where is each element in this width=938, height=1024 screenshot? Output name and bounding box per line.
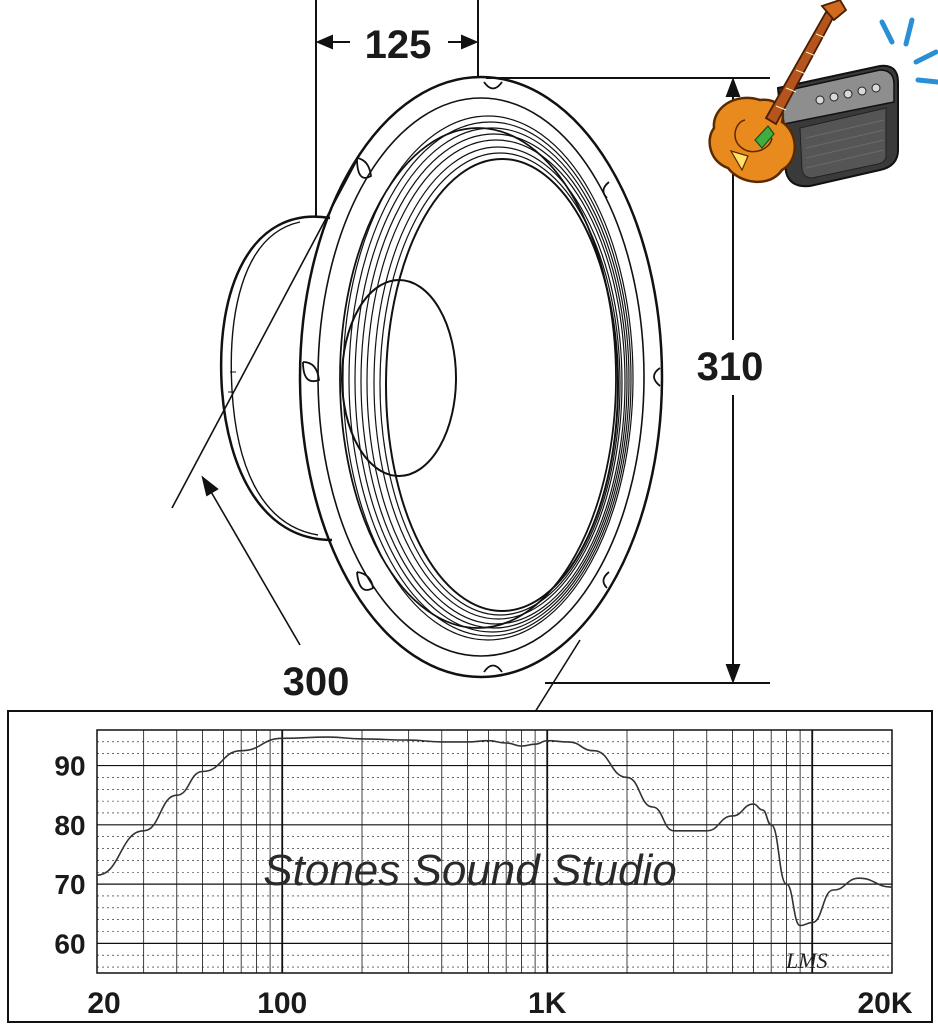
- curve-data-point: [673, 830, 675, 832]
- speaker-cone: [339, 127, 617, 629]
- curve-data-point: [567, 741, 569, 743]
- chart-curve-layer: [96, 736, 893, 927]
- plot-area: [96, 729, 893, 974]
- y-axis-ticks: 90 80 70 60: [54, 751, 85, 960]
- lms-logo: LMS: [785, 948, 828, 973]
- curve-data-point: [811, 922, 813, 924]
- height-dimension-label: 310: [697, 345, 764, 389]
- curve-data-point: [487, 740, 489, 742]
- x-axis-ticks: 20 100 1K 20K: [87, 987, 913, 1020]
- curve-data-point: [505, 742, 507, 744]
- chart-grid: [96, 729, 893, 973]
- sound-burst-lines: [879, 17, 938, 85]
- y-tick-label: 60: [54, 928, 85, 959]
- curve-data-point: [176, 794, 178, 796]
- curve-data-point: [593, 750, 595, 752]
- curve-data-point: [281, 737, 283, 739]
- curve-data-point: [626, 776, 628, 779]
- curve-data-point: [546, 740, 548, 742]
- curve-data-point: [706, 830, 708, 832]
- y-tick-label: 70: [54, 869, 85, 900]
- depth-dimension-label: 125: [365, 23, 432, 67]
- curve-data-point: [466, 741, 469, 743]
- curve-data-point: [143, 830, 145, 832]
- curve-data-point: [858, 877, 860, 879]
- electric-guitar: [708, 0, 848, 184]
- y-tick-label: 80: [54, 810, 85, 841]
- curve-data-point: [96, 874, 98, 876]
- curve-data-point: [441, 741, 443, 743]
- curve-data-point: [361, 738, 363, 740]
- curve-data-point: [762, 809, 764, 811]
- x-tick-label: 20: [87, 987, 120, 1020]
- x-tick-label: 1K: [528, 987, 567, 1020]
- cone-surround: [342, 115, 634, 641]
- curve-data-point: [534, 743, 536, 745]
- y-tick-label: 90: [54, 751, 85, 782]
- curve-data-point: [328, 736, 330, 738]
- speaker-magnet-back: [219, 215, 333, 542]
- curve-data-point: [752, 803, 755, 805]
- mounting-notches: [302, 81, 661, 673]
- curve-data-point: [770, 824, 772, 826]
- studio-watermark: Stones Sound Studio: [263, 846, 676, 895]
- curve-data-point: [832, 889, 834, 891]
- dust-cap: [341, 279, 457, 477]
- speaker-drawing: [219, 75, 664, 679]
- curve-data-point: [201, 770, 204, 773]
- x-tick-label: 20K: [857, 987, 912, 1020]
- speaker-frame-outer: [298, 75, 664, 679]
- curve-data-point: [240, 750, 242, 752]
- curve-data-point: [652, 806, 654, 808]
- curve-data-point: [731, 815, 734, 817]
- curve-data-point: [891, 886, 893, 888]
- guitar-amp-clipart: [708, 0, 938, 188]
- curve-data-point: [785, 883, 788, 885]
- curve-data-point: [799, 925, 801, 927]
- curve-data-point: [520, 745, 523, 747]
- x-tick-label: 100: [257, 987, 307, 1020]
- curve-data-point: [408, 739, 410, 741]
- dimension-lines: [171, 0, 770, 713]
- diameter-dimension-label: 300: [283, 660, 350, 704]
- amplifier: [776, 64, 899, 188]
